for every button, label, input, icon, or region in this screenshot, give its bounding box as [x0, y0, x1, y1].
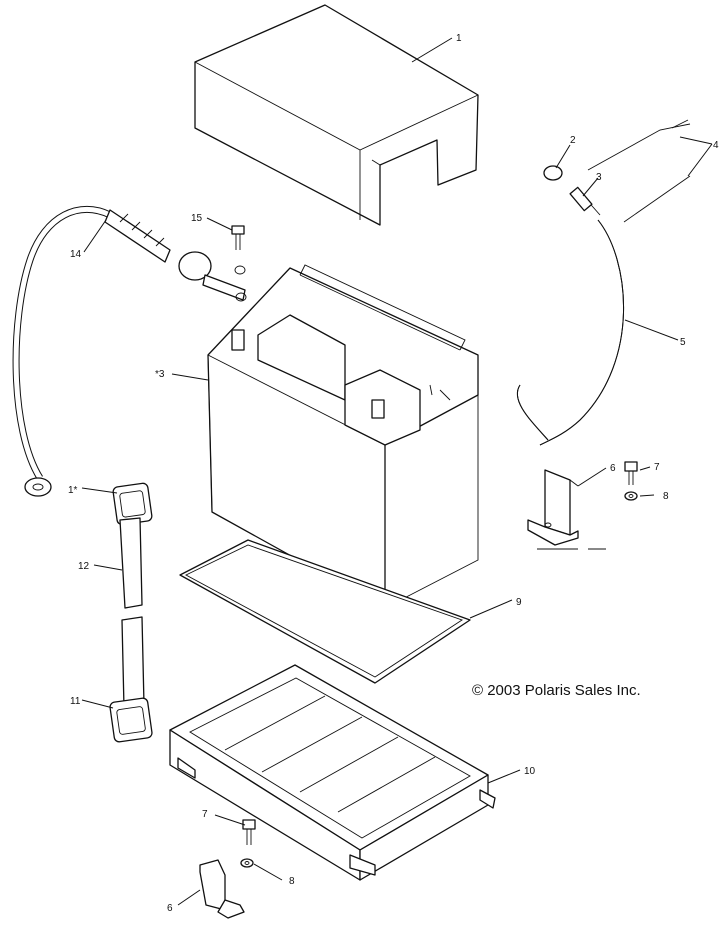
- battery-cable: [12, 205, 247, 497]
- callout-1: 1: [456, 33, 462, 44]
- callout-8-bottom: 8: [289, 876, 295, 887]
- callout-6-bottom: 6: [167, 903, 173, 914]
- callout-12: 12: [78, 561, 90, 572]
- callout-2: 2: [570, 135, 576, 146]
- vent-hose: [516, 219, 624, 446]
- vent-fittings: [543, 119, 691, 223]
- callout-labels: 1 2 3 4 5 6 7 8 9 10 7 8 6 11 12 1* *3 1…: [68, 33, 719, 914]
- callout-7-bottom: 7: [202, 809, 208, 820]
- callout-4: 4: [713, 140, 719, 151]
- callout-9: 9: [516, 597, 522, 608]
- terminal-screw: [231, 225, 246, 275]
- callout-7-right: 7: [654, 462, 660, 473]
- battery-pad: [179, 539, 471, 684]
- callout-3: 3: [596, 172, 602, 183]
- callout-6-right: 6: [610, 463, 616, 474]
- callout-10: 10: [524, 766, 536, 777]
- callout-3-battery: *3: [155, 369, 165, 380]
- hold-down-bracket-bottom: [199, 819, 256, 919]
- hold-down-strap: [109, 482, 153, 743]
- battery: [207, 264, 479, 609]
- copyright-text: © 2003 Polaris Sales Inc.: [472, 682, 641, 699]
- callout-11: 11: [70, 696, 81, 707]
- callout-5: 5: [680, 337, 686, 348]
- leader-lines: [81, 37, 713, 906]
- battery-cover: [194, 4, 479, 226]
- callout-8-right: 8: [663, 491, 669, 502]
- callout-15: 15: [191, 213, 203, 224]
- battery-tray: [169, 664, 496, 881]
- callout-14: 14: [70, 249, 82, 260]
- hold-down-bracket-right: [527, 461, 638, 550]
- callout-1-strap: 1*: [68, 485, 78, 496]
